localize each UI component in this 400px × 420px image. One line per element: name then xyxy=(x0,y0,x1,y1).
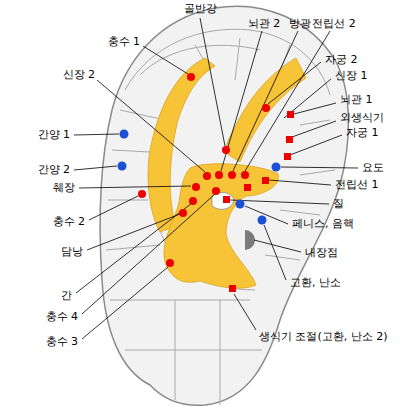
red-squares xyxy=(223,111,294,292)
visceral-point-shade xyxy=(245,230,255,250)
callout-label: 고환, 난소 xyxy=(290,276,341,290)
callout-label: 충수 4 xyxy=(46,310,79,324)
callout-label: 방광 xyxy=(289,17,311,31)
callout-label: 요도 xyxy=(362,161,384,175)
callout-label: 간 xyxy=(61,289,72,303)
callout-label: 간양 1 xyxy=(38,128,71,142)
callout-label: 자궁 2 xyxy=(325,53,358,67)
callout-label: 신장 2 xyxy=(63,68,96,82)
callout-label: 췌장 xyxy=(53,181,75,195)
callout-label: 전립선 2 xyxy=(312,17,356,31)
callout-label: 충수 3 xyxy=(46,335,79,349)
callout-label: 페니스, 음핵 xyxy=(292,217,354,231)
ear-outline xyxy=(100,6,348,405)
callout-label: 담낭 xyxy=(61,245,83,259)
callout-label: 전립선 1 xyxy=(335,178,379,192)
callout-label: 질 xyxy=(333,197,344,211)
callout-label: 뇌관 1 xyxy=(340,93,373,107)
callout-label: 충수 1 xyxy=(108,35,141,49)
callout-label: 생식기 조절(고환, 난소 2) xyxy=(259,330,388,344)
inner-hole xyxy=(212,193,234,210)
callout-label: 신장 1 xyxy=(335,69,368,83)
blue-points xyxy=(118,130,281,225)
red-points xyxy=(138,73,270,267)
callout-label: 충수 2 xyxy=(53,215,86,229)
callout-label: 골반강 xyxy=(184,2,217,16)
callout-label: 간양 2 xyxy=(38,163,71,177)
callout-label: 내장점 xyxy=(305,246,338,260)
callout-label: 외생식기 xyxy=(340,111,384,125)
callout-label: 뇌관 2 xyxy=(248,17,281,31)
leader-lines xyxy=(74,18,358,339)
callout-label: 자궁 1 xyxy=(346,126,379,140)
